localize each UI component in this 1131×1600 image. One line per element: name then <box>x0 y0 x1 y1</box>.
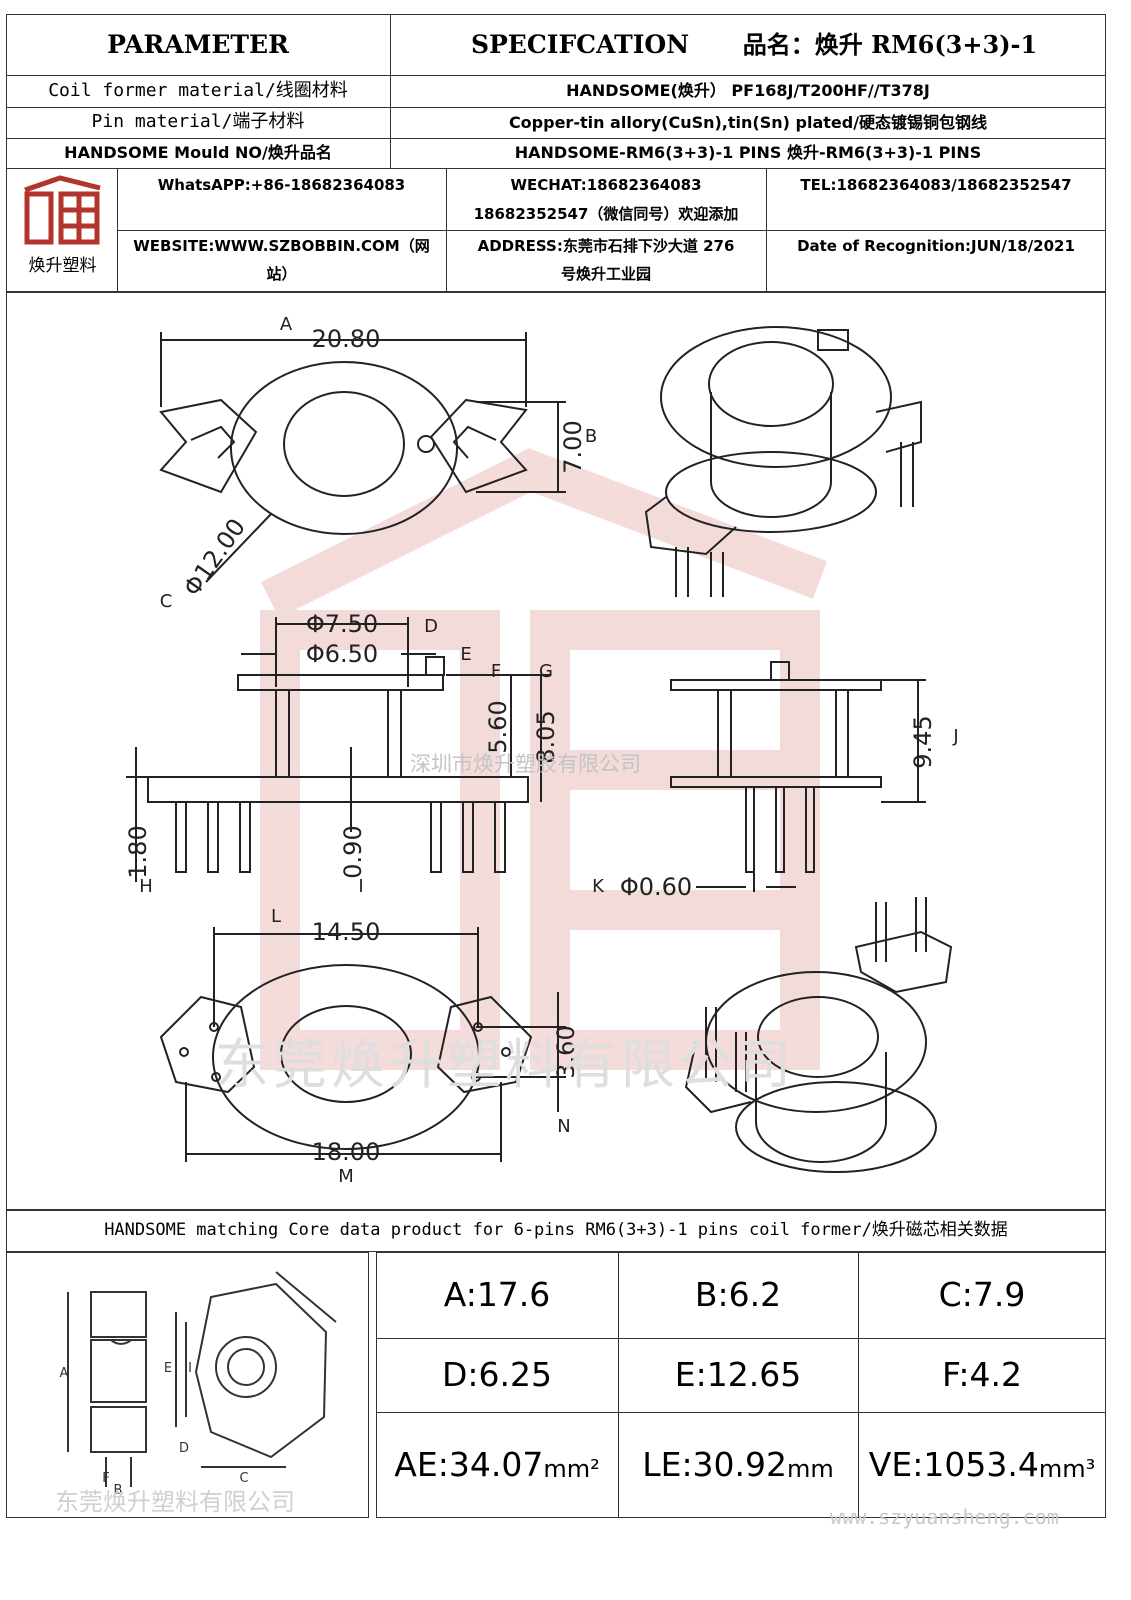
core-label-a: A <box>60 1366 69 1381</box>
drawing-frame <box>6 292 1106 1210</box>
wechat-line2: 18682352547（微信同号）欢迎添加 <box>473 204 739 223</box>
logo-mark-icon <box>24 175 101 245</box>
ve-value: VE:1053.4 <box>868 1445 1039 1485</box>
label-c: C <box>160 591 173 612</box>
watermark-big: 东莞焕升塑料有限公司 <box>215 1033 795 1096</box>
core-label-d: D <box>179 1441 189 1456</box>
core-label-e: E <box>164 1361 172 1376</box>
telephone: TEL:18682364083/18682352547 <box>800 175 1072 194</box>
dim-d1: Φ7.50 <box>306 610 378 638</box>
pin-material-label: Pin material/端子材料 <box>91 111 305 133</box>
label-n: N <box>557 1116 570 1137</box>
label-i: I <box>358 876 363 897</box>
watermark-mid: 深圳市焕升塑胶有限公司 <box>410 752 641 776</box>
coil-material-label: Coil former material/线圈材料 <box>48 79 348 101</box>
le-value: LE:30.92 <box>642 1445 788 1485</box>
pin-material-value: Copper-tin allory(CuSn),tin(Sn) plated/硬… <box>508 112 988 132</box>
core-title: HANDSOME matching Core data product for … <box>104 1220 1008 1241</box>
logo-text: 焕升塑料 <box>28 256 97 277</box>
core-drawing-frame <box>6 1252 369 1518</box>
label-f: F <box>491 661 501 682</box>
specification-heading: SPECIFCATION <box>470 29 690 59</box>
core-watermark: 东莞焕升塑料有限公司 <box>55 1488 295 1516</box>
company-logo: 焕升塑料 <box>15 172 110 284</box>
dim-side-height: 9.45 <box>909 715 937 768</box>
core-label-f: F <box>102 1471 109 1486</box>
dim-top-height: 7.00 <box>559 420 587 473</box>
address-line2: 号焕升工业园 <box>560 264 651 283</box>
label-m: M <box>338 1166 354 1187</box>
ve-unit: mm³ <box>1038 1455 1096 1483</box>
website-line1: WEBSITE:WWW.SZBOBBIN.COM（网 <box>133 236 430 255</box>
footer-url: www.szyuansheng.com <box>830 1505 1059 1529</box>
label-h: H <box>139 876 153 897</box>
label-e: E <box>460 644 471 665</box>
dim-diameter: Φ12.00 <box>178 513 251 601</box>
core-data-table <box>376 1252 1106 1518</box>
dim-flange: 0.90 <box>339 825 367 878</box>
core-value-c: C:7.9 <box>938 1275 1026 1315</box>
mould-no-label: HANDSOME Mould NO/焕升品名 <box>64 143 332 162</box>
recognition-date: Date of Recognition:JUN/18/2021 <box>797 236 1075 255</box>
spec-table <box>6 14 1106 292</box>
whatsapp: WhatsAPP:+86-18682364083 <box>157 175 406 194</box>
logo-watermark-icon <box>260 448 828 1070</box>
dim-bottom-height: 3.60 <box>552 1025 580 1078</box>
dim-top-width: 20.80 <box>312 325 381 353</box>
le-unit: mm <box>787 1455 834 1483</box>
label-b: B <box>585 426 597 447</box>
label-j: J <box>952 726 958 747</box>
label-g: G <box>539 661 553 682</box>
wechat-line1: WECHAT:18682364083 <box>510 175 702 194</box>
core-label-b: B <box>114 1483 123 1498</box>
dim-pin-length: 1.80 <box>124 825 152 878</box>
dim-d2: Φ6.50 <box>306 640 378 668</box>
core-value-d: D:6.25 <box>441 1355 552 1395</box>
mould-no-value: HANDSOME-RM6(3+3)-1 PINS 焕升-RM6(3+3)-1 P… <box>514 143 982 162</box>
address-line1: ADDRESS:东莞市石排下沙大道 276 <box>477 236 735 255</box>
ae-unit: mm² <box>543 1455 600 1483</box>
product-name: 品名：焕升 RM6(3+3)-1 <box>742 29 1038 59</box>
core-value-f: F:4.2 <box>941 1355 1023 1395</box>
dim-bottom-w2: 18.00 <box>312 1138 381 1166</box>
core-value-a: A:17.6 <box>443 1275 551 1315</box>
ae-value: AE:34.07 <box>394 1445 544 1485</box>
core-title-bar <box>6 1210 1106 1252</box>
dim-h1: 5.60 <box>484 700 512 753</box>
dim-pin-diameter: Φ0.60 <box>620 873 692 901</box>
core-label-c: C <box>239 1471 248 1486</box>
dim-h2: 8.05 <box>532 710 560 763</box>
core-label-i: I <box>188 1361 192 1376</box>
label-a: A <box>280 314 293 335</box>
dim-bottom-w1: 14.50 <box>312 918 381 946</box>
technical-drawing: 20.80 A 7.00 B Φ12.00 C Φ7.50 D Φ6.50 E … <box>124 314 959 1187</box>
core-value-b: B:6.2 <box>694 1275 782 1315</box>
core-drawing: A B F C D E I <box>60 1271 337 1498</box>
coil-material-value: HANDSOME(焕升） PF168J/T200HF//T378J <box>566 81 930 100</box>
core-value-e: E:12.65 <box>674 1355 802 1395</box>
website-line2: 站） <box>266 264 297 283</box>
label-l: L <box>271 906 281 927</box>
label-d: D <box>424 616 438 637</box>
parameter-heading: PARAMETER <box>107 29 289 59</box>
label-k: K <box>592 876 605 897</box>
